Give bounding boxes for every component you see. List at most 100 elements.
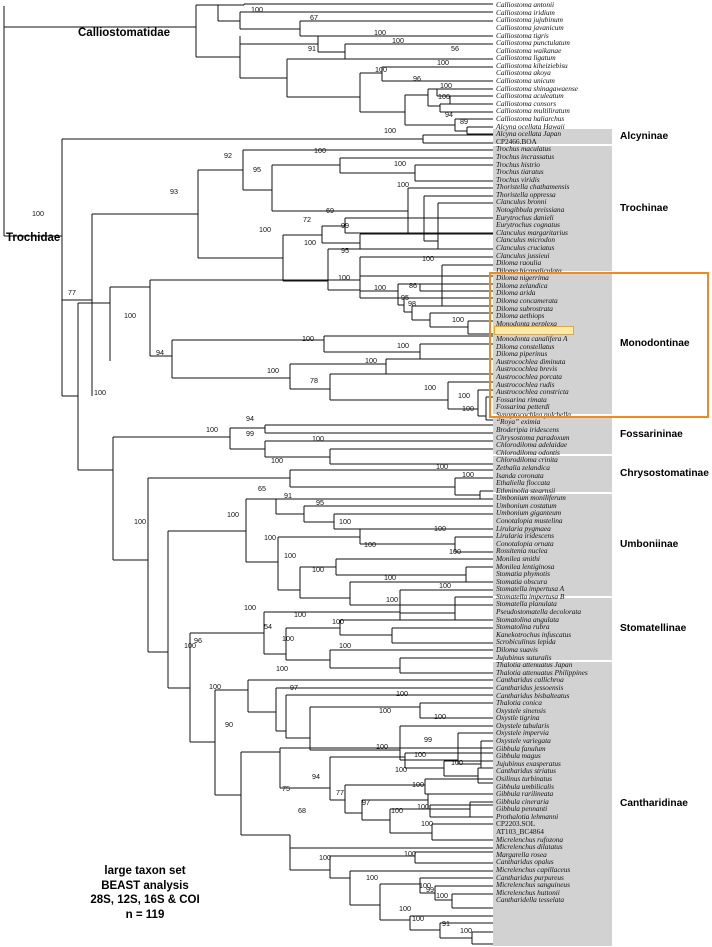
taxon-label: Diloma raoulia bbox=[496, 258, 542, 268]
taxon-label: Cantharidus opalus bbox=[496, 857, 554, 867]
support-value: 100 bbox=[312, 565, 324, 574]
taxon-label: Clanculus cruciatus bbox=[496, 242, 555, 252]
taxon-label: Calliostoma aculeatum bbox=[496, 91, 564, 101]
taxon-label: Umbonium moniliferum bbox=[496, 493, 566, 503]
taxon-label: Conotalopia mustelina bbox=[496, 516, 563, 526]
subfamily-band-stomatellinae bbox=[493, 598, 612, 660]
taxon-label: Diloma concamerata bbox=[496, 296, 558, 306]
support-value: 92 bbox=[224, 151, 232, 160]
support-value: 94 bbox=[246, 414, 254, 423]
taxon-label: Jujubinus suturalis bbox=[496, 652, 552, 662]
taxon-label: Gibbula fanulum bbox=[496, 743, 546, 753]
taxon-label: Gibbula umbilicalis bbox=[496, 781, 554, 791]
taxon-label: Trochus viridis bbox=[496, 174, 540, 184]
taxon-label: Calliostoma multiliratum bbox=[496, 106, 570, 116]
subfamily-band-monodontinae bbox=[493, 274, 612, 414]
support-value: 95 bbox=[341, 246, 349, 255]
support-value: 100 bbox=[374, 283, 386, 292]
support-value: 100 bbox=[209, 682, 221, 691]
taxon-label: Calliostoma iridium bbox=[496, 7, 555, 17]
taxon-label: Diloma subrostrata bbox=[496, 303, 553, 313]
support-value: 100 bbox=[451, 758, 463, 767]
taxon-label: Kanekotrochus infuscatus bbox=[496, 629, 572, 639]
support-value: 97 bbox=[290, 683, 298, 692]
support-value: 100 bbox=[419, 881, 431, 890]
taxon-label: Alcyna ocellata Japan bbox=[496, 129, 562, 139]
support-value: 90 bbox=[225, 720, 233, 729]
support-value: 100 bbox=[376, 742, 388, 751]
support-value: 75 bbox=[282, 784, 290, 793]
taxon-label: Diloma constellatus bbox=[496, 341, 555, 351]
taxon-label: Calliostoma shinagawaense bbox=[496, 83, 578, 93]
support-value: 91 bbox=[284, 491, 292, 500]
taxon-label: Calliostoma punctulatum bbox=[496, 38, 570, 48]
support-value: 100 bbox=[375, 65, 387, 74]
support-value: 100 bbox=[366, 873, 378, 882]
support-value: 100 bbox=[397, 341, 409, 350]
subfamily-label-chrysostomatinae: Chrysostomatinae bbox=[620, 468, 709, 479]
support-value: 94 bbox=[445, 110, 453, 119]
taxon-label: Thoristella oppressa bbox=[496, 189, 556, 199]
subfamily-label-alcyninae: Alcyninae bbox=[620, 130, 669, 142]
caption-line: 28S, 12S, 16S & COI bbox=[90, 894, 200, 906]
support-value: 89 bbox=[460, 117, 468, 126]
taxon-label: Stomatia phymotis bbox=[496, 569, 550, 579]
taxon-label: Monodonta perplexa bbox=[496, 318, 557, 328]
support-value: 100 bbox=[386, 595, 398, 604]
support-value: 100 bbox=[365, 356, 377, 365]
taxon-label: Clanculus margaritarius bbox=[496, 227, 568, 237]
taxon-label: Ethminolia stearnsii bbox=[496, 485, 556, 495]
taxon-label: “Roya” eximia bbox=[496, 417, 541, 427]
taxon-label: Pseudostomatella decolorata bbox=[496, 607, 582, 617]
support-value: 100 bbox=[338, 273, 350, 282]
subfamily-label-umboniinae: Umboniinae bbox=[620, 539, 679, 550]
taxon-label: Thalotia attenuatus Japan bbox=[496, 660, 573, 670]
taxon-label: Isanda coronata bbox=[496, 470, 544, 480]
support-value: 100 bbox=[364, 540, 376, 549]
taxon-label: Diloma arida bbox=[496, 288, 536, 298]
support-value: 100 bbox=[267, 366, 279, 375]
taxon-label: Chlorodiloma adelaidae bbox=[496, 440, 568, 450]
support-value: 56 bbox=[451, 44, 459, 53]
subfamily-label-cantharidinae: Cantharidinae bbox=[620, 798, 688, 809]
subfamily-label-monodontinae: Monodontinae bbox=[620, 338, 690, 349]
support-value: 100 bbox=[412, 914, 424, 923]
taxon-label: Clanculus jussieui bbox=[496, 250, 550, 260]
support-value: 99 bbox=[426, 885, 434, 894]
caption-line: BEAST analysis bbox=[101, 879, 189, 892]
taxon-label: Calliostoma jujubinum bbox=[496, 15, 563, 25]
taxon-label: Thoristella chathamensis bbox=[496, 182, 570, 192]
taxon-label: Cantharidella tesselata bbox=[496, 895, 565, 905]
support-value: 100 bbox=[399, 904, 411, 913]
taxon-label: Thalotia attenuatus Philippines bbox=[496, 667, 588, 677]
taxon-label: Zethalia zelandica bbox=[496, 462, 550, 472]
support-value: 100 bbox=[392, 36, 404, 45]
support-value: 94 bbox=[312, 772, 320, 781]
subfamily-band-chrysostomatinae bbox=[493, 456, 612, 492]
support-value: 100 bbox=[434, 524, 446, 533]
taxon-label: Diloma aethiops bbox=[496, 311, 545, 321]
taxon-label: Oxystle tigrina bbox=[496, 713, 540, 723]
clade-label-calliostomatidae: Calliostomatidae bbox=[78, 27, 171, 39]
taxon-label: Calliostoma tigris bbox=[496, 30, 549, 40]
support-value: 100 bbox=[391, 806, 403, 815]
taxon-label: Cantharidus bisbalteatus bbox=[496, 690, 570, 700]
taxon-label: Trochus tiaratus bbox=[496, 167, 544, 177]
taxon-label: Stomatella impertusa A bbox=[496, 584, 565, 594]
taxon-label: Lirularia iridescens bbox=[496, 531, 554, 541]
taxon-label: Fossarina petterdi bbox=[496, 402, 550, 412]
taxon-label: Gibbula cineraria bbox=[496, 796, 549, 806]
support-value: 95 bbox=[253, 165, 261, 174]
taxon-label: Fossarina rimata bbox=[496, 394, 547, 404]
support-value: 100 bbox=[282, 634, 294, 643]
taxon-label: Trochus incrassatus bbox=[496, 151, 555, 161]
support-value: 65 bbox=[258, 484, 266, 493]
support-value: 98 bbox=[408, 299, 416, 308]
support-value: 100 bbox=[251, 5, 263, 14]
clade-label-trochidae: Trochidae bbox=[6, 232, 61, 244]
taxon-label: Umbonium costatum bbox=[496, 500, 557, 510]
support-value: 77 bbox=[68, 288, 76, 297]
support-value: 96 bbox=[413, 74, 421, 83]
support-value: 100 bbox=[302, 334, 314, 343]
